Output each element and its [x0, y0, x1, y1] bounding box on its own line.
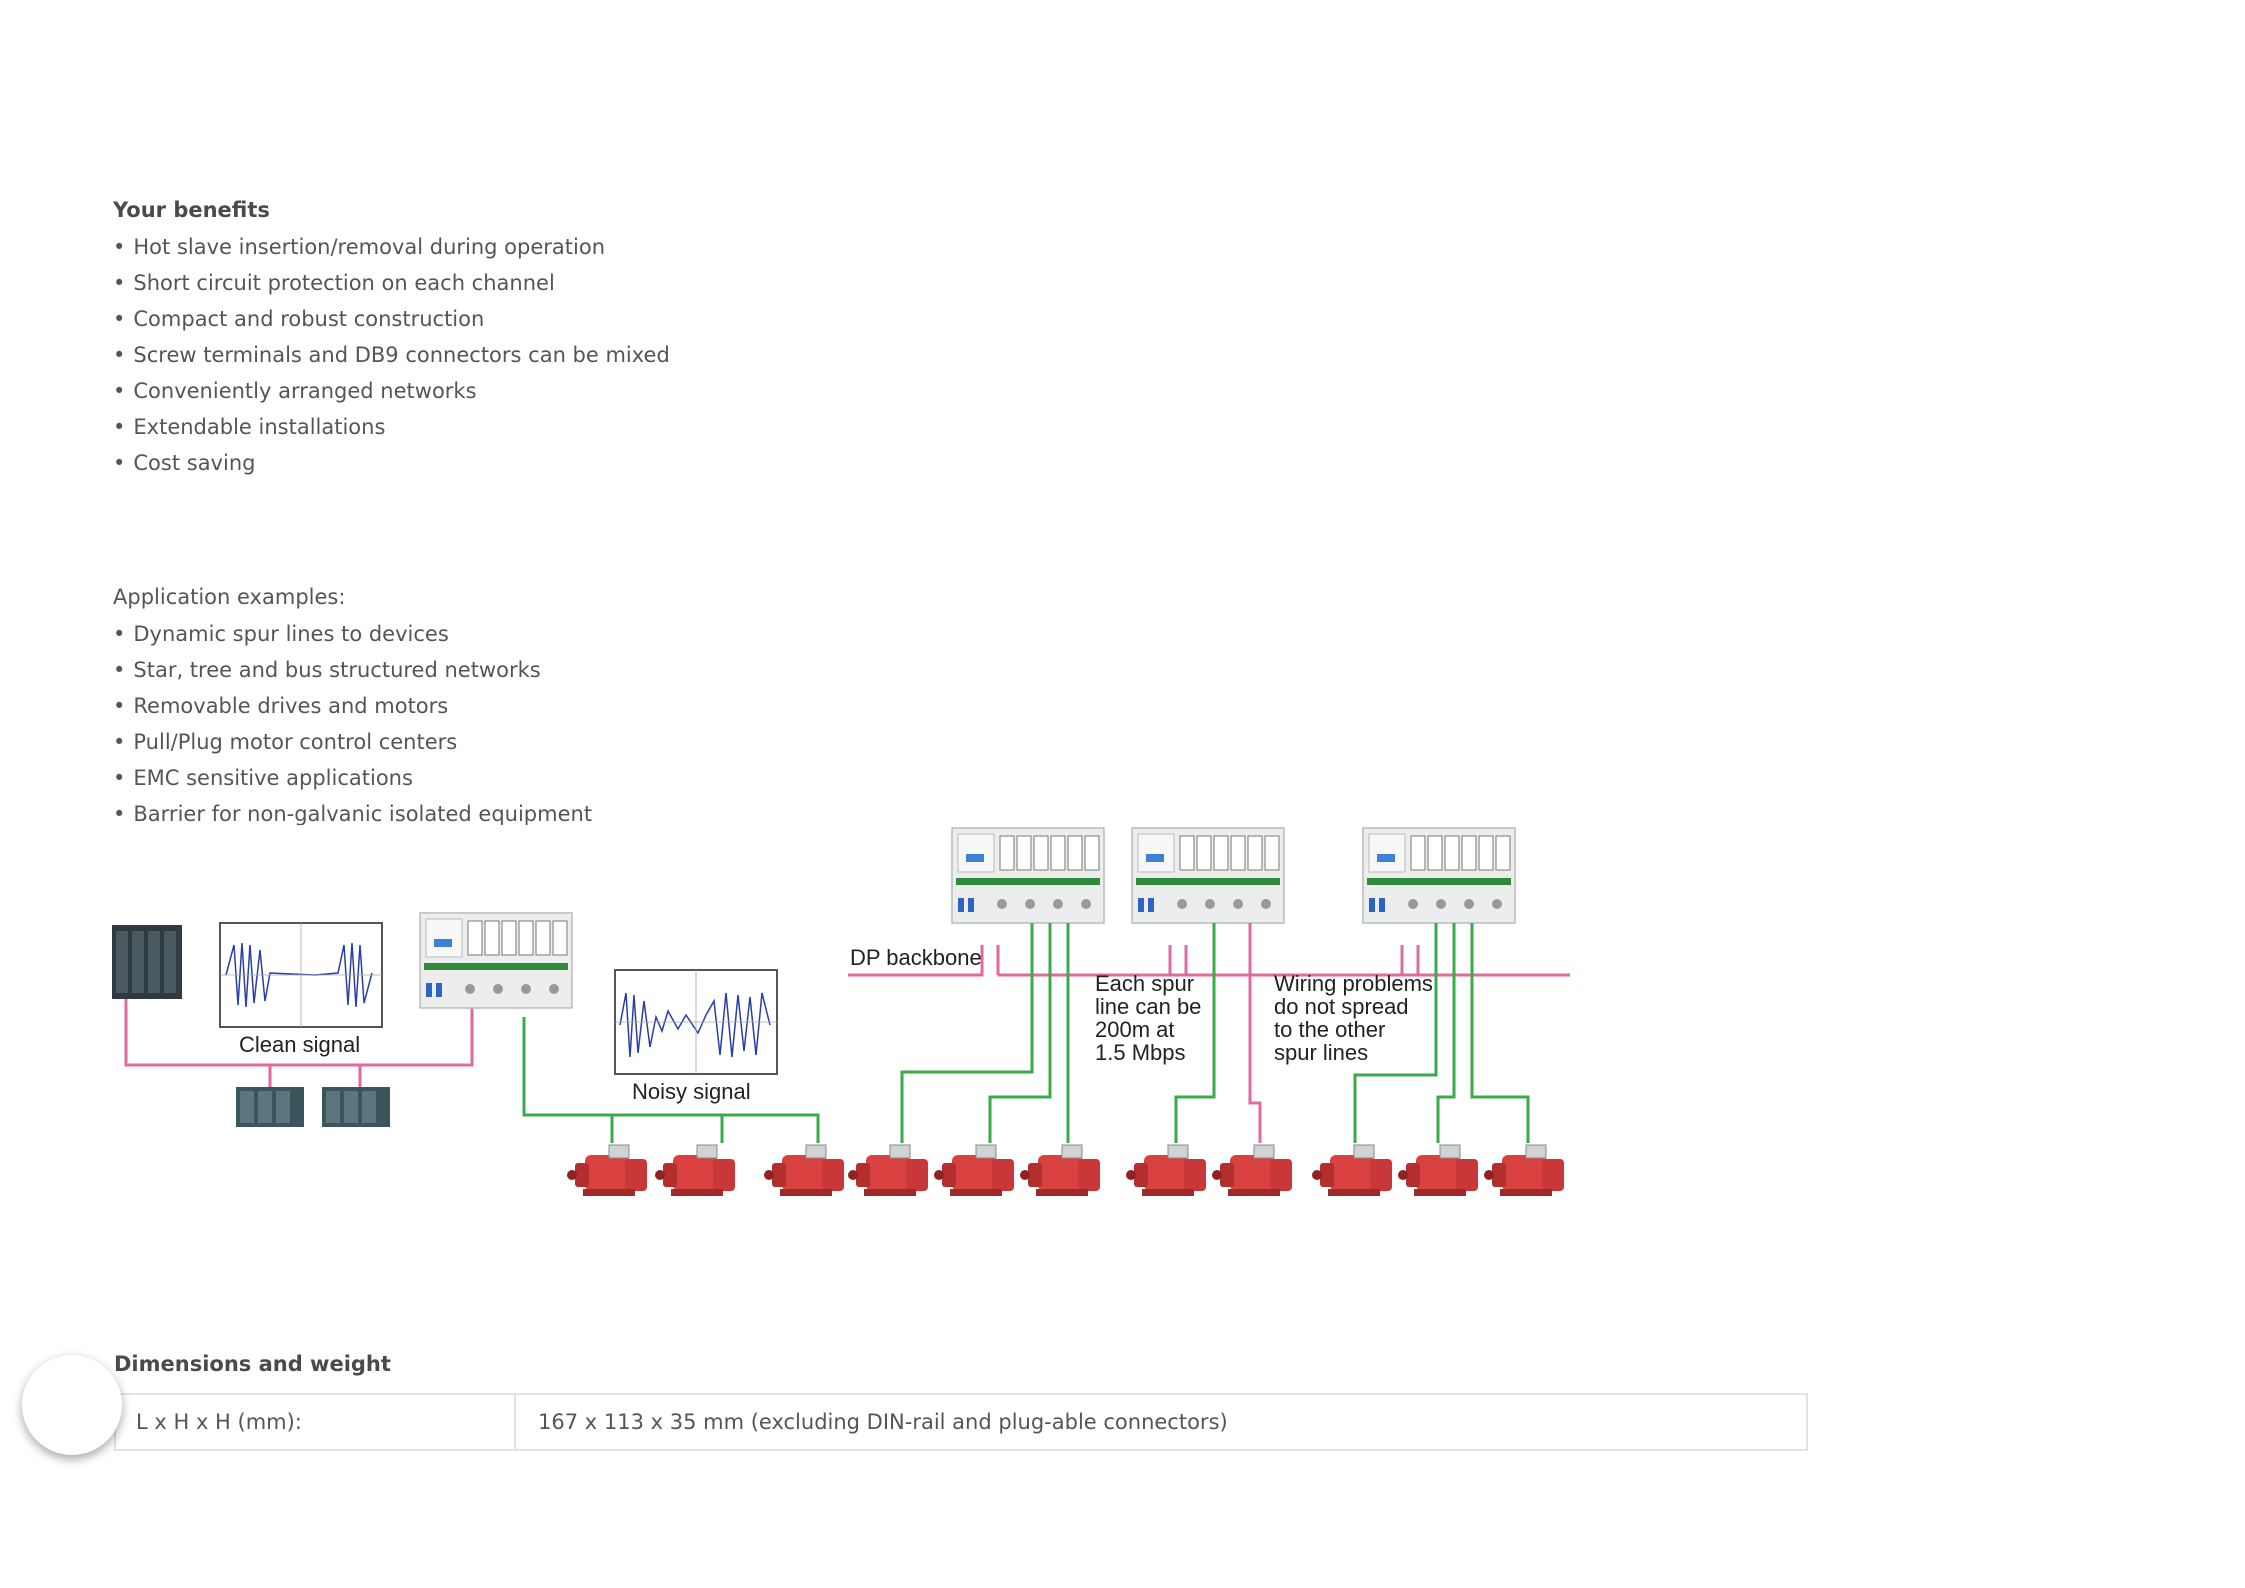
spur-line-faulty [1248, 923, 1262, 1143]
list-item: Short circuit protection on each channel [113, 265, 670, 301]
dimensions-value: 167 x 113 x 35 mm (excluding DIN-rail an… [538, 1410, 1228, 1434]
floating-action-button[interactable] [22, 1355, 122, 1455]
list-item: Extendable installations [113, 409, 670, 445]
spur-line [522, 1017, 820, 1143]
list-item: Cost saving [113, 445, 670, 481]
noisy-signal-label: Noisy signal [632, 1079, 751, 1104]
list-item: Barrier for non-galvanic isolated equipm… [113, 796, 592, 832]
backbone-line [848, 945, 984, 977]
io-module-icon [236, 1087, 304, 1127]
spur-line [1353, 923, 1438, 1143]
clean-signal-scope [219, 922, 383, 1028]
wiring-note: Wiring problems do not spread to the oth… [1274, 971, 1439, 1065]
spur-line [1470, 923, 1530, 1143]
plc-icon [112, 925, 182, 999]
list-item: Conveniently arranged networks [113, 373, 670, 409]
dimensions-label: L x H x H (mm): [116, 1395, 516, 1449]
applications-list: Dynamic spur lines to devices Star, tree… [113, 616, 592, 832]
network-diagram: Clean signal Noisy signal DP backbone Ea… [110, 825, 1570, 1215]
io-module-icon [322, 1087, 390, 1127]
clean-signal-label: Clean signal [239, 1032, 360, 1057]
spur-line [1174, 923, 1216, 1143]
repeater-module [951, 827, 1105, 924]
dimensions-table: L x H x H (mm): 167 x 113 x 35 mm (exclu… [114, 1393, 1808, 1451]
repeater-module [1362, 827, 1516, 924]
spur-note: Each spur line can be 200m at 1.5 Mbps [1095, 971, 1208, 1065]
list-item: Screw terminals and DB9 connectors can b… [113, 337, 669, 373]
dp-backbone-label: DP backbone [850, 945, 982, 970]
benefits-title: Your benefits [113, 198, 270, 222]
applications-title: Application examples: [113, 585, 346, 609]
spur-line [900, 923, 1034, 1143]
list-item: Pull/Plug motor control centers [113, 724, 592, 760]
spur-line [1436, 923, 1456, 1143]
list-item: EMC sensitive applications [113, 760, 592, 796]
list-item: Star, tree and bus structured networks [113, 652, 592, 688]
list-item: Dynamic spur lines to devices [113, 616, 592, 652]
list-item: Hot slave insertion/removal during opera… [113, 229, 670, 265]
list-item: Removable drives and motors [113, 688, 592, 724]
repeater-module [419, 912, 573, 1009]
benefits-list: Hot slave insertion/removal during opera… [113, 229, 670, 481]
dimensions-title: Dimensions and weight [114, 1352, 391, 1376]
noisy-signal-scope [614, 969, 778, 1075]
repeater-module [1131, 827, 1285, 924]
spur-line [988, 923, 1052, 1143]
clean-bus-line [124, 990, 474, 1067]
list-item: Compact and robust construction [113, 301, 670, 337]
